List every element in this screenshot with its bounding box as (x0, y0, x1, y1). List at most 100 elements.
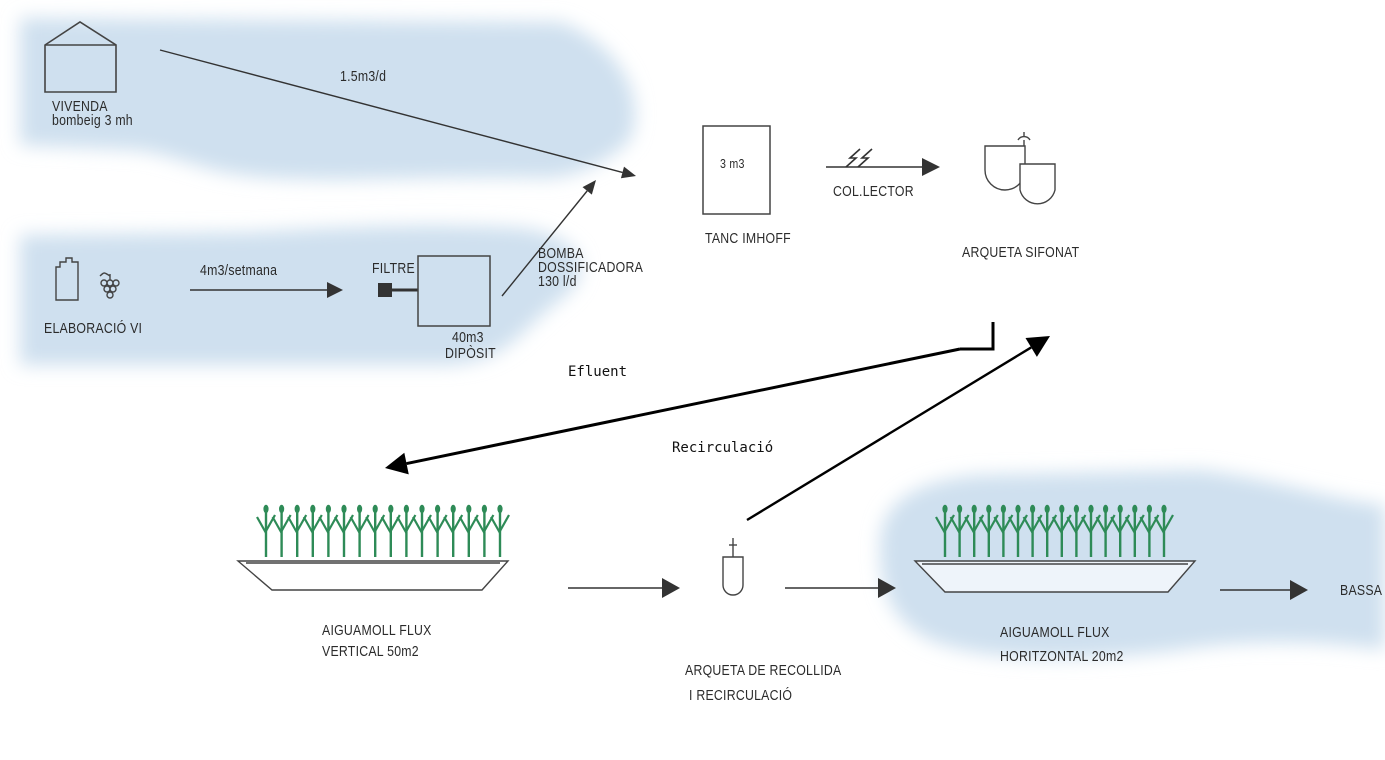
vertical-leaf (256, 516, 267, 534)
horitzontal-leaf (958, 514, 970, 532)
horitzontal-leaf (1081, 516, 1092, 534)
horitzontal-leaf (1051, 516, 1063, 534)
vertical-plant (287, 504, 308, 557)
vertical-plant (271, 504, 292, 557)
vertical-head (466, 504, 472, 514)
tanc-imhoff-box (702, 125, 771, 215)
vertical-plant (380, 504, 401, 557)
bomba-dossificadora-label: DOSSIFICADORA (538, 259, 644, 276)
filtre-icon (378, 283, 418, 297)
horitzontal-leaf (964, 516, 976, 534)
horitzontal-leaf (1046, 514, 1058, 532)
diposit-label: DIPÒSIT (445, 345, 496, 362)
filtre-label: FILTRE (372, 260, 415, 277)
aiguamoll-vertical-basin (236, 560, 510, 591)
arqueta-recollida-icon (722, 538, 744, 596)
vertical-plant (396, 504, 417, 557)
vertical-plant (318, 504, 339, 557)
horitzontal-leaf (1017, 514, 1028, 532)
background-blobs (20, 18, 1385, 659)
diposit-volume-label: 40m3 (452, 329, 484, 346)
horitzontal-plant (1081, 504, 1101, 557)
horitzontal-plant (1124, 504, 1145, 557)
horitzontal-plant (964, 504, 985, 557)
vertical-head (310, 504, 316, 514)
vertical-head (419, 504, 425, 514)
vertical-leaf (287, 516, 299, 534)
vertical-head (435, 504, 441, 514)
horitzontal-leaf (1133, 514, 1145, 532)
horitzontal-plant (1022, 504, 1043, 557)
horitzontal-head (1103, 504, 1109, 514)
collector-label: COL.LECTOR (833, 183, 914, 200)
arrow-recirculacio (746, 336, 1050, 522)
arrow-arqueta-to-horitzontal-head (878, 578, 896, 598)
horitzontal-leaf (1124, 516, 1136, 534)
vivenda-flow-label: 1.5m3/d (340, 68, 387, 85)
horitzontal-leaf (978, 516, 990, 534)
diposit-tank (417, 255, 491, 327)
horitzontal-leaf (1022, 516, 1034, 534)
horitzontal-head (986, 504, 992, 514)
arrow-efluent (960, 322, 995, 351)
arrow-vertical-to-arqueta (568, 578, 680, 598)
vertical-leaf (365, 516, 377, 534)
vertical-leaf (396, 516, 408, 534)
horitzontal-head (1132, 504, 1138, 514)
vertical-leaf (499, 514, 510, 532)
vertical-plant (474, 504, 495, 557)
vertical-leaf (271, 516, 283, 534)
vertical-plant (334, 504, 354, 557)
horitzontal-leaf (1037, 516, 1049, 534)
elaboracio-icons (55, 257, 120, 301)
vertical-head (388, 504, 394, 514)
horitzontal-plant (1154, 504, 1174, 557)
efluent-label: Efluent (568, 364, 628, 380)
bomba-rate-label: 130 l/d (538, 273, 577, 290)
horitzontal-leaf (1066, 516, 1078, 534)
vertical-plant (427, 504, 448, 557)
tanc-volume-label: 3 m3 (720, 156, 745, 171)
arrow-vivenda-to-junction-head (620, 166, 636, 179)
horitzontal-leaf (935, 516, 946, 534)
arrow-horitzontal-to-bassa (1220, 580, 1308, 600)
horitzontal-head (1146, 504, 1152, 514)
horitzontal-head (971, 504, 977, 514)
elaboracio-label: ELABORACIÓ VI (44, 320, 143, 337)
arrow-vivenda-to-junction (159, 49, 636, 179)
vertical-head (263, 504, 269, 514)
vertical-leaf (334, 516, 345, 534)
vertical-leaf (490, 516, 501, 534)
arqueta-recollida-label-2: I RECIRCULACIÓ (689, 687, 793, 704)
horitzontal-plant (935, 504, 955, 557)
vertical-head (481, 504, 487, 514)
plants-vertical (256, 504, 510, 557)
horitzontal-leaf (1119, 514, 1131, 532)
vertical-leaf (412, 516, 423, 534)
vertical-leaf (443, 516, 455, 534)
arrow-efluent-main-line (406, 347, 961, 466)
horitzontal-head (957, 504, 963, 514)
arqueta-sifonat-icon (984, 132, 1056, 205)
arrow-efluent-main (385, 347, 961, 475)
vertical-leaf (474, 516, 486, 534)
aiguamoll-horitzontal-label-1: AIGUAMOLL FLUX (1000, 624, 1110, 641)
vertical-leaf (318, 516, 330, 534)
arrow-collector-to-arqueta-head (922, 158, 940, 176)
arrow-collector-to-arqueta (826, 158, 940, 176)
arqueta-sifonat-label: ARQUETA SIFONAT (962, 244, 1080, 261)
bomba-label: BOMBA (538, 245, 584, 262)
vertical-plant (302, 504, 323, 557)
horitzontal-head (1117, 504, 1123, 514)
horitzontal-leaf (1008, 516, 1019, 534)
horitzontal-leaf (1002, 514, 1014, 532)
vertical-plant (458, 504, 479, 557)
blob-top (20, 18, 636, 180)
blob-middle (20, 225, 581, 365)
vertical-plant (256, 504, 276, 557)
horitzontal-leaf (1154, 516, 1165, 534)
vertical-plant (412, 504, 432, 557)
vertical-head (279, 504, 285, 514)
vertical-head (325, 504, 331, 514)
